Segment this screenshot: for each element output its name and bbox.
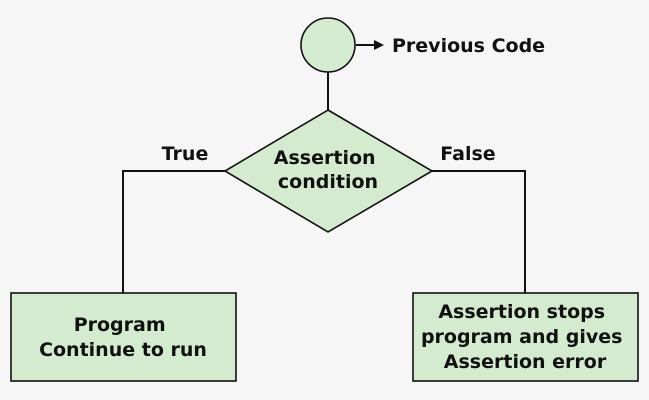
false-outcome-label: Assertion stops program and gives Assert… bbox=[421, 301, 629, 373]
true-branch-connector bbox=[122, 170, 225, 293]
false-branch-label: False bbox=[440, 143, 495, 165]
decision-label: Assertion condition bbox=[274, 147, 382, 193]
true-outcome-line-1: Program bbox=[74, 314, 166, 336]
false-branch-connector bbox=[432, 170, 526, 293]
decision-diamond bbox=[223, 109, 434, 233]
false-outcome-line-2: program and gives bbox=[421, 326, 623, 348]
true-branch-label: True bbox=[162, 143, 209, 165]
true-outcome-box bbox=[10, 292, 237, 382]
false-outcome-line-3: Assertion error bbox=[444, 351, 607, 373]
decision-label-line-2: condition bbox=[278, 171, 378, 193]
false-outcome-box bbox=[412, 292, 639, 382]
start-circle bbox=[300, 17, 356, 73]
previous-code-label: Previous Code bbox=[392, 35, 545, 57]
true-outcome-line-2: Continue to run bbox=[39, 339, 207, 361]
false-outcome-line-1: Assertion stops bbox=[438, 301, 605, 323]
decision-label-line-1: Assertion bbox=[274, 147, 376, 169]
true-outcome-label: Program Continue to run bbox=[39, 314, 207, 361]
